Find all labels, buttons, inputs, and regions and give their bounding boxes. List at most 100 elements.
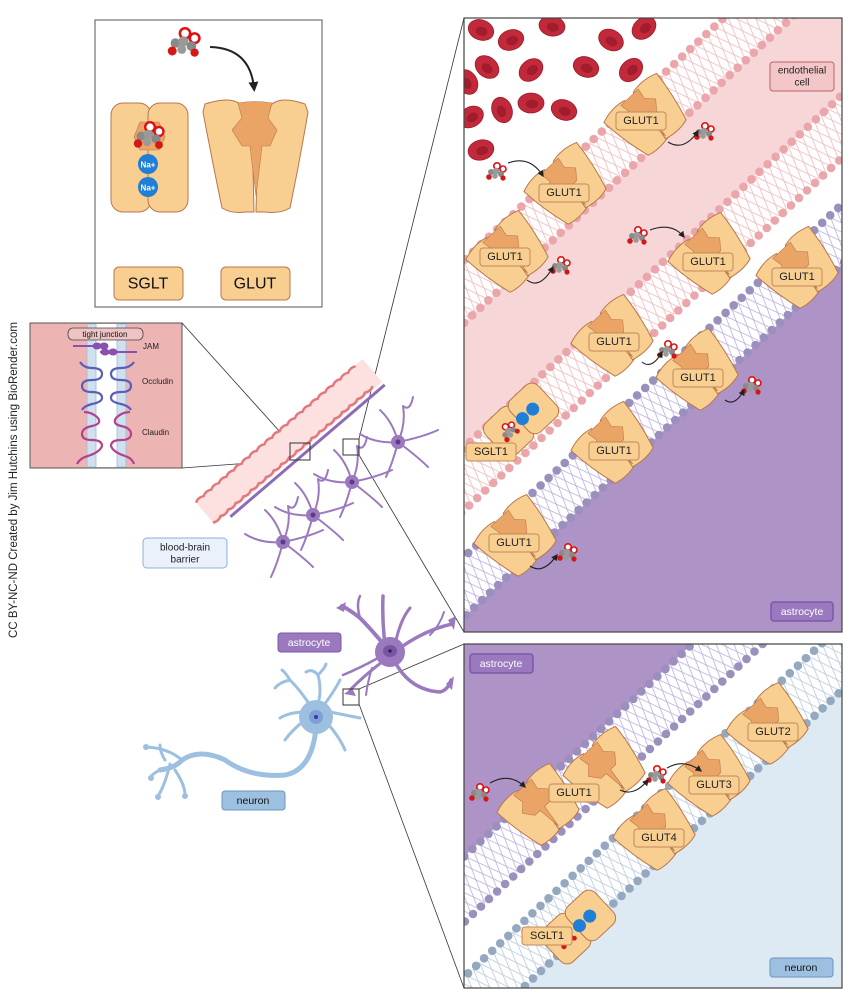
lipid-head	[653, 672, 662, 681]
lipid-head	[492, 822, 501, 831]
lipid-head	[545, 426, 554, 435]
lipid-head	[641, 869, 650, 878]
lipid-head	[604, 717, 614, 726]
transporter-label-text: GLUT1	[623, 115, 658, 127]
transporter-label: GLUT1	[479, 247, 531, 267]
lipid-head	[717, 78, 726, 87]
jam-label: JAM	[143, 342, 159, 351]
transport-arrow-icon	[489, 777, 526, 788]
red-blood-cell-icon	[550, 99, 578, 121]
red-blood-cell-icon	[464, 105, 484, 129]
lipid-head	[582, 498, 591, 507]
transporter-label: GLUT1	[682, 252, 734, 272]
lipid-head	[809, 646, 819, 655]
transport-arrow-icon	[529, 553, 558, 570]
lipid-head	[581, 804, 590, 814]
lipid-head	[785, 668, 795, 678]
lipid-head	[770, 216, 780, 225]
lipid-head	[777, 676, 787, 685]
lipid-head	[637, 752, 647, 761]
lipid-head	[544, 894, 553, 903]
lipid-head	[758, 644, 767, 649]
bbb-label-line-1: blood-brain	[160, 543, 210, 554]
lipid-head	[835, 92, 842, 102]
lipid-head	[612, 709, 622, 719]
lipid-head	[554, 355, 563, 364]
lipid-head	[528, 909, 537, 918]
lipid-head	[833, 203, 842, 213]
lipid-head	[779, 145, 788, 154]
lipid-head	[477, 595, 487, 605]
lipid-head	[669, 59, 679, 69]
endothelial-cytoplasm	[464, 18, 842, 448]
lipid-head	[733, 63, 742, 72]
lipid-head	[665, 313, 675, 323]
endothelial-cell-label-line-2: cell	[794, 78, 809, 89]
lipid-head	[528, 974, 538, 983]
astrocyte-label: astrocyte	[288, 637, 331, 649]
lipid-head	[754, 231, 763, 240]
lipid-head	[521, 448, 530, 458]
transporter-label-text: GLUT4	[641, 832, 676, 844]
lipid-head	[710, 22, 719, 31]
red-blood-cell-icon	[467, 139, 495, 161]
lipid-head	[500, 879, 510, 889]
lipid-head	[598, 483, 608, 492]
lipid-head	[525, 857, 534, 866]
astrocyte-label-box: astrocyte	[277, 632, 342, 653]
lower-astrocyte-label: astrocyte	[480, 658, 523, 670]
transport-arrow-icon	[666, 763, 703, 772]
lipid-head	[485, 588, 495, 597]
lipid-head	[826, 163, 836, 173]
lipid-head	[810, 178, 820, 188]
transporter-label-text: GLUT1	[779, 271, 814, 283]
lipid-head	[479, 954, 489, 963]
lipid-head	[464, 501, 474, 510]
lipid-head	[467, 311, 477, 320]
lipid-head	[553, 418, 562, 428]
lipid-head	[650, 265, 660, 274]
lipid-head	[839, 258, 842, 267]
transporter-label: GLUT1	[588, 441, 640, 461]
lipid-head	[468, 844, 477, 854]
lipid-head	[556, 228, 565, 238]
glucose-molecule-icon	[501, 421, 520, 443]
lipid-head	[585, 388, 595, 398]
glucose-molecule-icon	[557, 543, 578, 562]
lipid-head	[690, 291, 699, 300]
lipid-head	[739, 182, 748, 192]
lipid-head	[487, 946, 497, 956]
lipid-head	[661, 664, 670, 674]
lipid-head	[529, 441, 538, 450]
lipid-head	[697, 816, 707, 826]
transporter-label-text: GLUT1	[596, 336, 631, 348]
lipid-head	[620, 168, 630, 178]
transporter-label-text: GLUT1	[496, 537, 531, 549]
glucose-molecule-icon	[627, 226, 648, 245]
lipid-head	[489, 478, 498, 488]
transporter-label-text: GLUT1	[690, 256, 725, 268]
lipid-head	[743, 348, 752, 357]
transporter-label: GLUT4	[633, 828, 685, 848]
sglt-transporter-icon: Na+ Na+	[110, 102, 189, 213]
lipid-head	[702, 29, 711, 39]
lipid-head	[636, 153, 646, 163]
lipid-head	[480, 486, 490, 495]
lipid-head	[612, 176, 622, 185]
lipid-head	[528, 488, 537, 498]
red-blood-cell-icon	[518, 58, 544, 82]
lipid-head	[721, 308, 730, 318]
lipid-head	[709, 86, 718, 95]
lipid-head	[713, 316, 722, 325]
astrocyte-illustration	[336, 594, 456, 696]
tight-junction-zoom-box	[289, 442, 311, 461]
lipid-head	[464, 610, 471, 620]
transport-arrow-icon	[649, 226, 685, 239]
lipid-head	[592, 849, 602, 858]
lipid-head	[472, 493, 482, 503]
glucose-molecule-icon	[167, 27, 201, 57]
astrocyte-cell-icon	[313, 436, 393, 518]
lipid-head	[589, 134, 598, 144]
lipid-head	[746, 238, 755, 248]
transport-arrow-icon	[526, 265, 554, 284]
